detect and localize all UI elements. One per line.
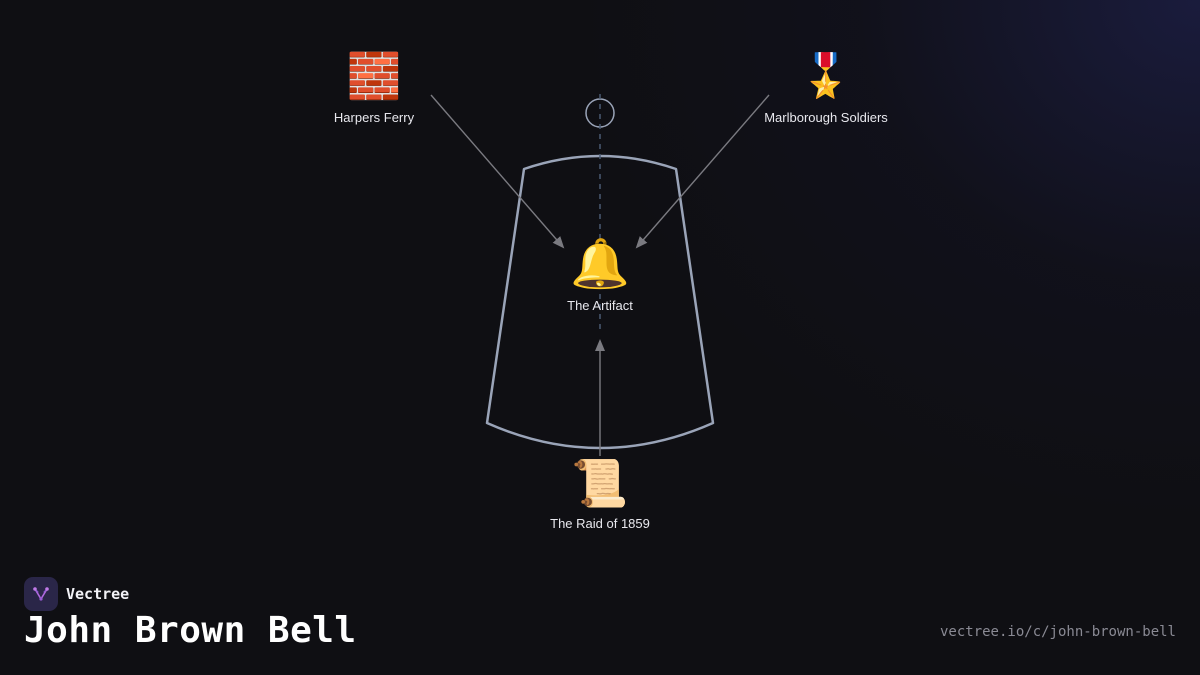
- vectree-logo-icon: [24, 577, 58, 611]
- edge-marlborough-to-artifact: [635, 94, 770, 249]
- node-label: The Artifact: [567, 298, 633, 313]
- node-the-artifact[interactable]: 🔔 The Artifact: [567, 240, 633, 313]
- page-url[interactable]: vectree.io/c/john-brown-bell: [939, 624, 1176, 640]
- node-label: Harpers Ferry: [333, 110, 415, 125]
- brand[interactable]: Vectree: [24, 577, 129, 611]
- military-medal-icon: 🎖️: [799, 51, 853, 100]
- brand-name: Vectree: [66, 585, 130, 603]
- edge-harpers-ferry-to-artifact: [430, 94, 565, 249]
- node-label: Marlborough Soldiers: [764, 110, 888, 125]
- bell-icon: 🔔: [570, 236, 630, 292]
- page-title: John Brown Bell: [24, 610, 357, 651]
- brick-icon: 🧱: [346, 51, 402, 102]
- node-the-raid-of-1859[interactable]: 📜 The Raid of 1859: [550, 460, 650, 531]
- bell-outline: [485, 154, 715, 450]
- scroll-icon: 📜: [571, 456, 629, 510]
- node-marlborough-soldiers[interactable]: 🎖️ Marlborough Soldiers: [764, 51, 888, 126]
- node-label: The Raid of 1859: [550, 516, 650, 531]
- bell-loop: [585, 98, 615, 128]
- node-harpers-ferry[interactable]: 🧱 Harpers Ferry: [333, 51, 415, 126]
